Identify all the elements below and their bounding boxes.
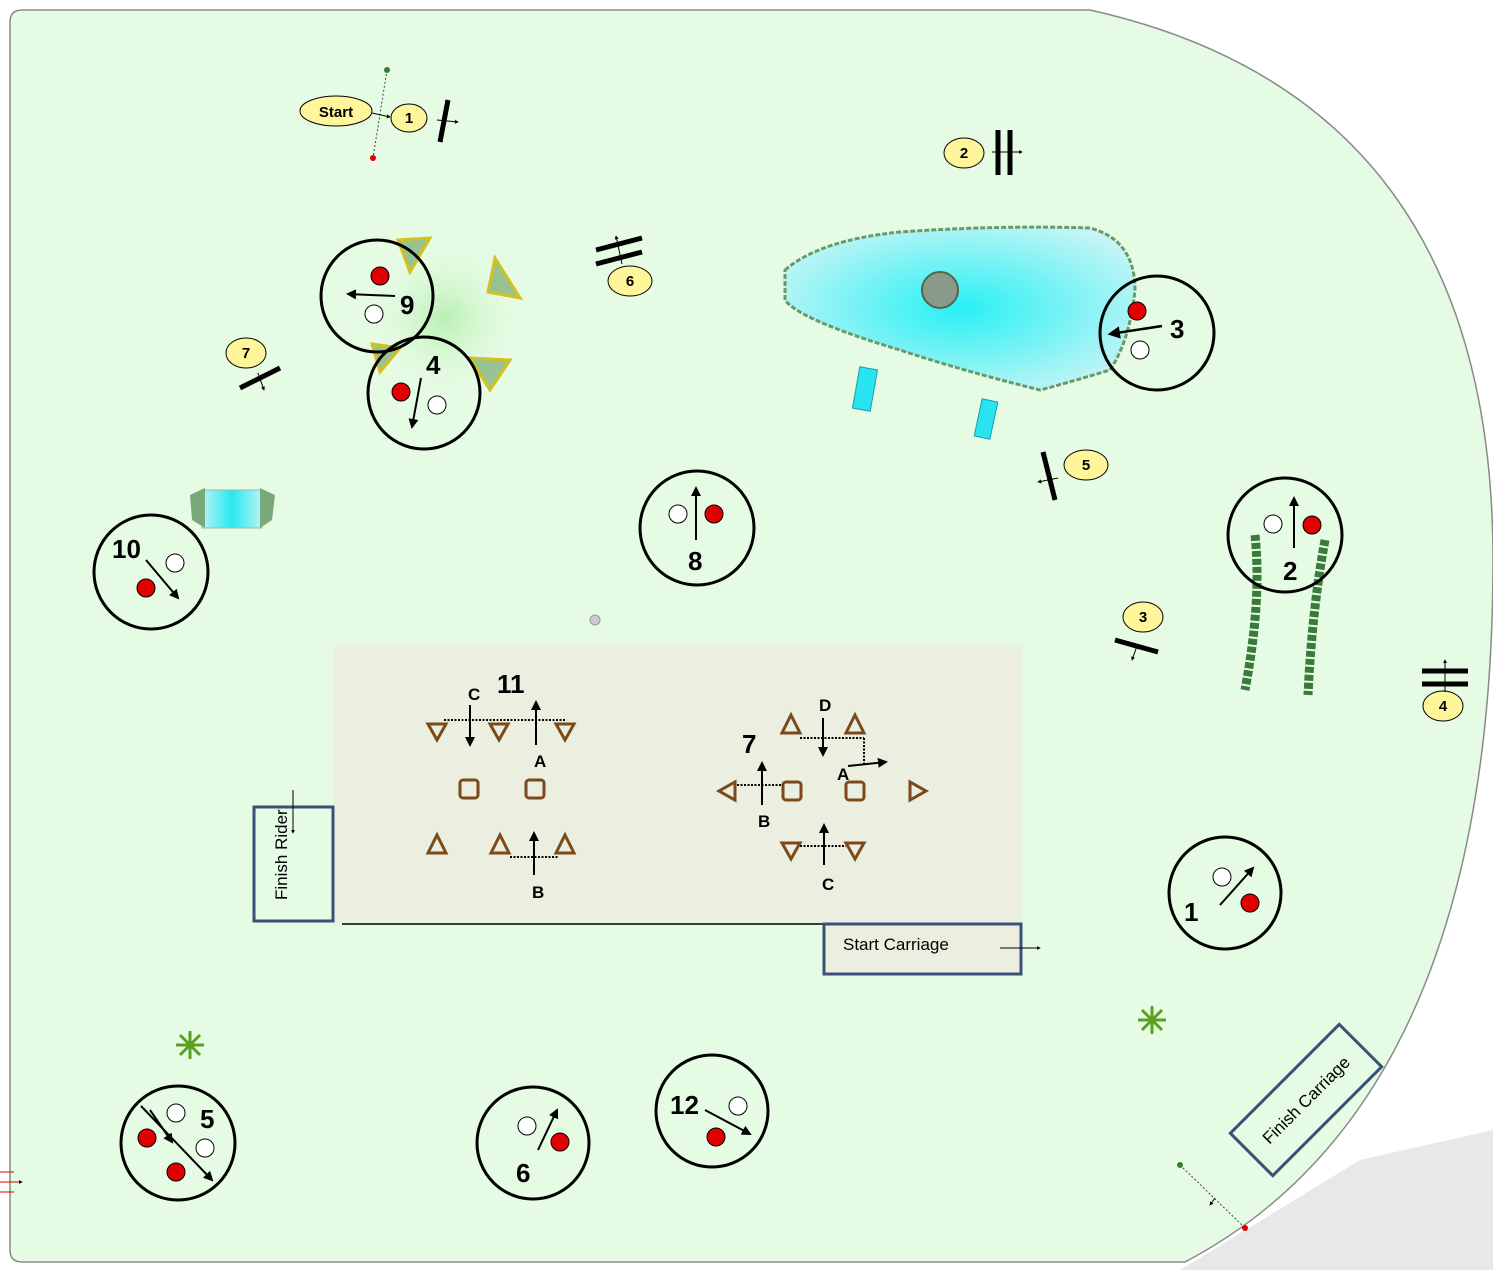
start-carriage-box: Start Carriage <box>822 922 1041 976</box>
left-edge-arrow <box>0 1171 23 1193</box>
svg-text:5: 5 <box>1082 457 1090 474</box>
svg-text:4: 4 <box>1439 698 1448 715</box>
obstacle-3: 3 <box>1098 274 1216 392</box>
svg-text:11: 11 <box>497 669 525 699</box>
obstacle-9: 9 <box>319 238 435 354</box>
svg-text:6: 6 <box>626 273 634 290</box>
svg-text:4: 4 <box>426 350 441 380</box>
green-circle-area <box>363 236 527 400</box>
svg-text:9: 9 <box>400 290 414 320</box>
svg-text:B: B <box>758 812 770 831</box>
pond-island <box>921 271 959 309</box>
bush-icon <box>176 1031 204 1059</box>
svg-text:D: D <box>819 696 831 715</box>
bush-icon <box>1138 1006 1166 1034</box>
gate-3: 3 <box>1114 601 1164 661</box>
gate-1: 1 <box>390 99 459 143</box>
svg-text:2: 2 <box>960 145 968 162</box>
start-carriage-label: Start Carriage <box>843 935 949 954</box>
svg-text:12: 12 <box>670 1090 699 1120</box>
obstacle-7-cones <box>715 711 930 863</box>
svg-text:C: C <box>468 685 480 704</box>
grey-corner <box>1180 1130 1493 1270</box>
obstacle-2: 2 <box>1226 476 1344 594</box>
pond-ramp-right <box>973 398 999 440</box>
svg-text:6: 6 <box>516 1158 530 1188</box>
gate-5: 5 <box>1037 449 1109 501</box>
gate-7: 7 <box>225 337 282 391</box>
finish-rider-label: Finish Rider <box>272 809 291 900</box>
svg-text:3: 3 <box>1170 314 1184 344</box>
svg-text:7: 7 <box>242 345 250 362</box>
svg-text:10: 10 <box>112 534 141 564</box>
svg-text:A: A <box>534 752 546 771</box>
svg-text:C: C <box>822 875 834 894</box>
obstacle-11-gates: 11 C A B <box>444 669 565 902</box>
obstacle-11-cones <box>425 722 577 855</box>
svg-text:1: 1 <box>405 110 413 127</box>
svg-text:A: A <box>837 765 849 784</box>
obstacle-1: 1 <box>1167 835 1283 951</box>
start-oval: Start <box>299 95 373 127</box>
gate-6: 6 <box>595 235 653 297</box>
svg-text:B: B <box>532 883 544 902</box>
center-point <box>589 614 601 626</box>
start-label: Start <box>319 104 353 121</box>
svg-text:2: 2 <box>1283 556 1297 586</box>
gate-2: 2 <box>943 130 1023 175</box>
svg-text:7: 7 <box>742 729 756 759</box>
hedge-right <box>1303 539 1330 696</box>
start-line <box>370 67 391 161</box>
obstacle-8: 8 <box>638 469 756 587</box>
gate-4: 4 <box>1422 659 1468 722</box>
obstacle-6: 6 <box>475 1085 591 1201</box>
obstacle-12: 12 <box>654 1053 770 1169</box>
field-area <box>9 9 1493 1263</box>
obstacle-5: 5 <box>119 1084 237 1202</box>
small-pool <box>201 489 263 529</box>
svg-text:3: 3 <box>1139 609 1147 626</box>
svg-text:1: 1 <box>1184 897 1198 927</box>
obstacle-7-gates: 7 D A B C <box>737 696 888 894</box>
svg-text:5: 5 <box>200 1104 214 1134</box>
svg-text:8: 8 <box>688 546 702 576</box>
cone-area <box>334 645 1022 923</box>
finish-line <box>1177 1162 1248 1231</box>
obstacle-10: 10 <box>92 513 210 631</box>
pond-ramp-left <box>851 366 879 412</box>
obstacle-4: 4 <box>366 335 482 451</box>
finish-rider-box: Finish Rider <box>252 790 335 923</box>
